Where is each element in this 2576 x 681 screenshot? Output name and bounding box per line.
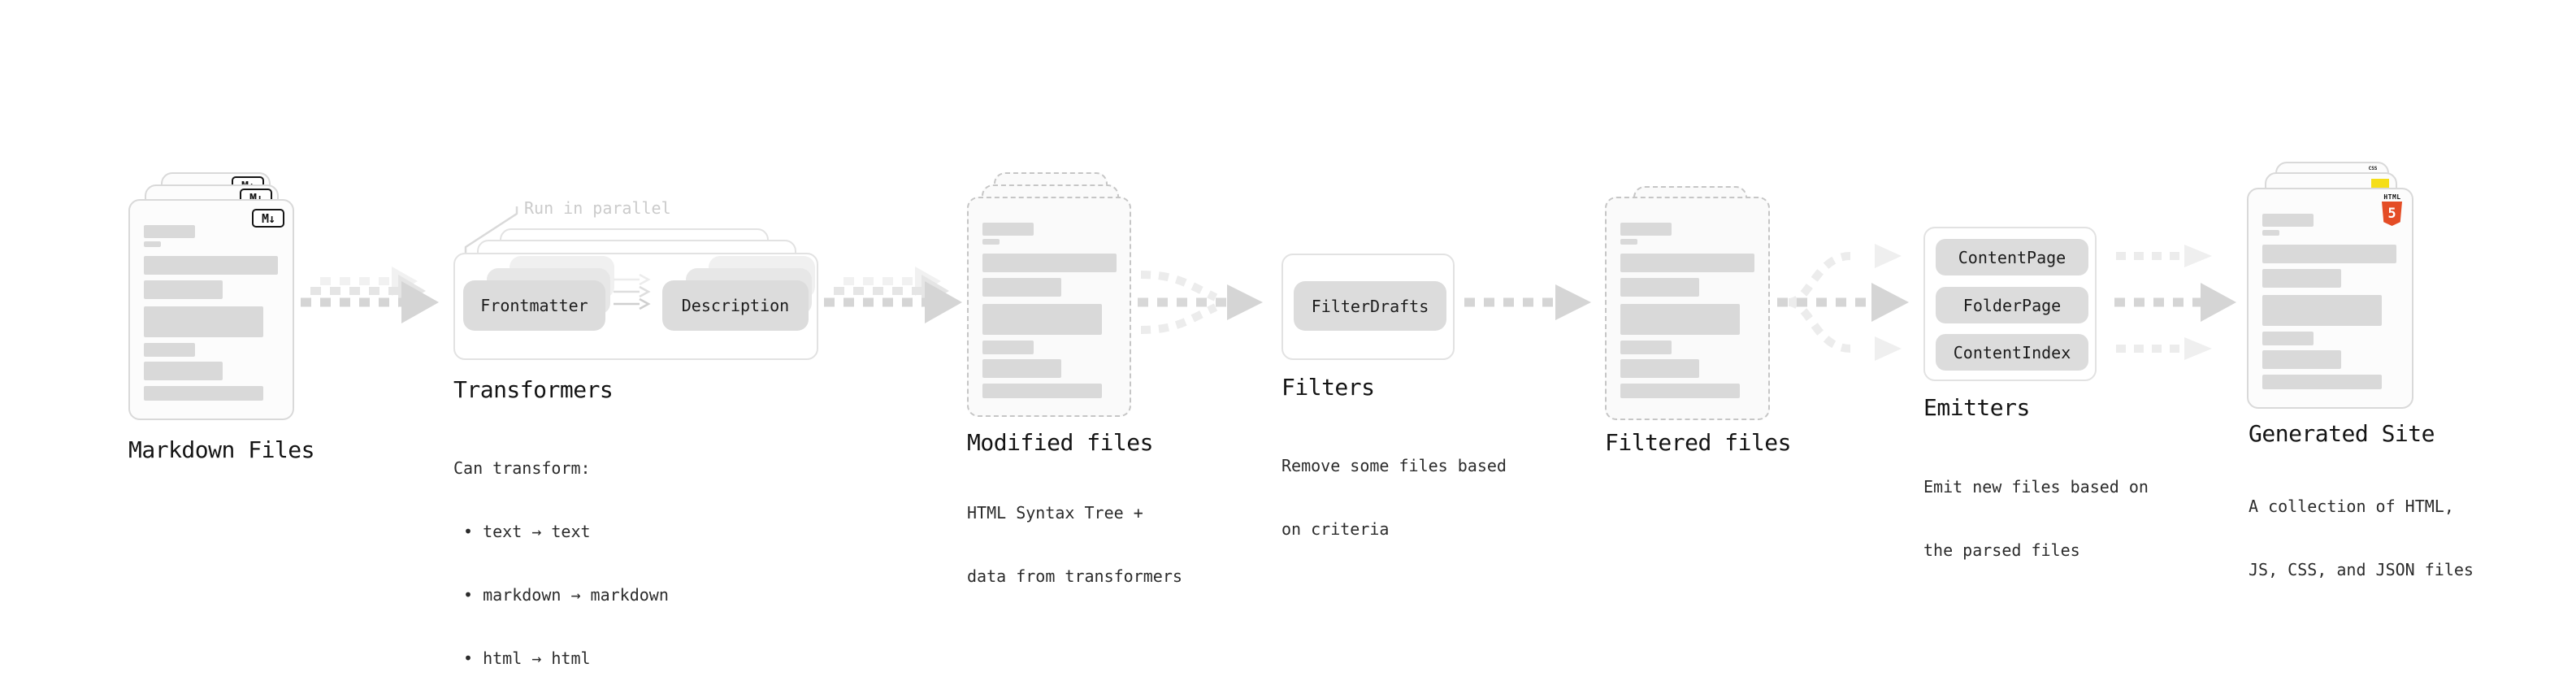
bullet-item: • markdown → markdown	[463, 585, 669, 605]
contentpage-pill: ContentPage	[1936, 239, 2088, 275]
placeholder-text-line	[144, 256, 278, 275]
node-transformers: Run in parallel Frontmatter Description …	[453, 198, 876, 668]
file-card-front: M↓	[128, 199, 294, 420]
file-card-front	[967, 197, 1131, 417]
placeholder-text-line	[1620, 254, 1754, 272]
placeholder-text-line	[982, 239, 1000, 245]
placeholder-text-line	[1620, 340, 1672, 354]
folderpage-pill: FolderPage	[1936, 287, 2088, 323]
emitters-box: ContentPage FolderPage ContentIndex	[1923, 227, 2097, 381]
placeholder-text-line	[982, 254, 1117, 272]
placeholder-text-line	[2262, 214, 2314, 227]
filterdrafts-pill: FilterDrafts	[1294, 281, 1446, 331]
placeholder-text-line	[982, 278, 1061, 297]
arrow-filtered-to-emitters	[1777, 244, 1909, 361]
run-in-parallel-label: Run in parallel	[524, 198, 671, 218]
file-content-lines	[982, 223, 1117, 398]
bullet-item: • text → text	[463, 522, 591, 541]
placeholder-text-line	[144, 362, 223, 380]
arrow-modified-to-filters	[1138, 271, 1263, 334]
modified-files-label: Modified files	[967, 429, 1154, 456]
placeholder-text-line	[144, 386, 263, 401]
dashed-arrow-main	[301, 281, 439, 323]
emitters-title: Emitters	[1923, 394, 2030, 421]
filters-description: Remove some files based on criteria	[1281, 456, 1507, 539]
filtered-files-label: Filtered files	[1605, 429, 1792, 456]
placeholder-text-line	[2262, 230, 2279, 236]
arrow-filters-to-filtered	[1464, 284, 1591, 320]
node-modified-files: Modified files HTML Syntax Tree + data f…	[967, 172, 1227, 586]
placeholder-text-line	[1620, 304, 1740, 335]
placeholder-text-line	[1620, 223, 1672, 236]
filters-box: FilterDrafts	[1281, 254, 1455, 360]
placeholder-text-line	[982, 384, 1102, 398]
placeholder-text-line	[982, 340, 1034, 354]
placeholder-text-line	[1620, 239, 1637, 245]
dashed-arrow-main	[824, 281, 962, 323]
node-filtered-files: Filtered files	[1605, 186, 1865, 511]
generated-site-description: A collection of HTML, JS, CSS, and JSON …	[2249, 497, 2474, 579]
filters-title: Filters	[1281, 374, 1375, 401]
html5-icon: HTML 5	[2382, 193, 2403, 226]
transformers-title: Transformers	[453, 376, 614, 403]
arrow-emitters-to-generated	[2114, 245, 2236, 360]
file-card-front: HTML 5	[2247, 188, 2413, 409]
placeholder-text-line	[982, 359, 1061, 378]
js-icon	[2371, 179, 2389, 190]
transformer-box-front: Frontmatter Description	[453, 253, 818, 360]
node-markdown-files: M↓ M↓ M↓ Markdown Files	[128, 172, 372, 514]
placeholder-text-line	[144, 280, 223, 299]
placeholder-text-line	[2262, 332, 2314, 345]
placeholder-text-line	[1620, 278, 1699, 297]
placeholder-text-line	[2262, 375, 2382, 389]
file-card-front	[1605, 197, 1770, 420]
modified-files-description: HTML Syntax Tree + data from transformer…	[967, 503, 1182, 586]
desc-heading: Can transform:	[453, 458, 591, 478]
frontmatter-pill: Frontmatter	[463, 280, 605, 331]
markdown-icon: M↓	[252, 209, 284, 228]
placeholder-text-line	[144, 241, 161, 247]
bullet-item: • html → html	[463, 648, 591, 668]
file-content-lines	[1620, 223, 1754, 398]
placeholder-text-line	[2262, 350, 2341, 369]
placeholder-text-line	[144, 225, 195, 238]
placeholder-text-line	[1620, 359, 1699, 378]
arrow-transformers-to-modified	[824, 267, 962, 323]
emitters-description: Emit new files based on the parsed files	[1923, 477, 2149, 560]
markdown-files-label: Markdown Files	[128, 436, 315, 463]
placeholder-text-line	[1620, 384, 1740, 398]
contentindex-pill: ContentIndex	[1936, 334, 2088, 371]
transformers-description: Can transform: • text → text • markdown …	[453, 415, 669, 681]
parallel-arrows-icon	[614, 273, 651, 310]
node-emitters: ContentPage FolderPage ContentIndex Emit…	[1923, 227, 2184, 560]
node-filters: FilterDrafts Filters Remove some files b…	[1281, 254, 1542, 539]
placeholder-text-line	[2262, 269, 2341, 288]
file-content-lines	[144, 225, 278, 401]
file-content-lines	[2262, 214, 2396, 389]
placeholder-text-line	[982, 304, 1102, 335]
generated-site-label: Generated Site	[2249, 420, 2435, 447]
placeholder-text-line	[144, 343, 195, 357]
placeholder-text-line	[2262, 295, 2382, 326]
placeholder-text-line	[982, 223, 1034, 236]
placeholder-text-line	[144, 306, 263, 337]
placeholder-text-line	[2262, 245, 2396, 263]
description-pill: Description	[662, 280, 809, 331]
arrow-markdown-to-transformers	[301, 267, 439, 323]
node-generated-site: CSS HTML 5 Generated Site A collection o…	[2247, 162, 2539, 579]
